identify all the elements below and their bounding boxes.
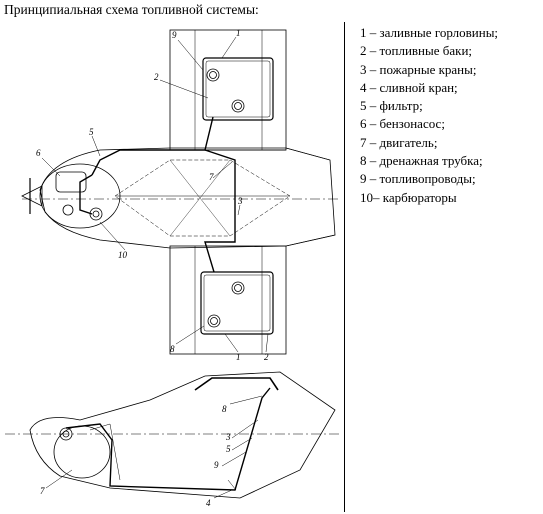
top-leader-lines — [41, 36, 269, 353]
upper-wing — [169, 29, 287, 151]
callout-engine-5: 5 — [89, 127, 94, 137]
legend-item-6: 6 – бензонасос; — [360, 116, 445, 132]
callout-upper-1: 1 — [236, 28, 241, 38]
top-fuel-lines — [79, 116, 236, 273]
callout-side-7: 7 — [40, 486, 45, 496]
legend-item-8: 8 – дренажная трубка; — [360, 153, 483, 169]
legend-item-3: 3 – пожарные краны; — [360, 61, 477, 77]
canopy — [194, 377, 279, 391]
side-fuselage — [29, 371, 336, 499]
callout-side-5: 5 — [226, 444, 231, 454]
vertical-divider — [344, 22, 345, 512]
legend-list: 1 – заливные горловины; 2 – топливные ба… — [360, 24, 498, 207]
callout-lower-2: 2 — [264, 352, 269, 362]
lower-wing — [169, 245, 287, 355]
top-engine — [21, 163, 121, 229]
callout-upper-9: 9 — [172, 30, 177, 40]
upper-fuel-tank — [202, 57, 274, 121]
callout-labels: 9 1 2 7 6 5 3 10 8 1 2 8 3 5 9 4 7 — [36, 28, 269, 508]
callout-lower-1: 1 — [236, 352, 241, 362]
legend-item-2: 2 – топливные баки; — [360, 43, 473, 59]
top-view — [21, 29, 340, 355]
callout-side-8: 8 — [222, 404, 227, 414]
callout-fuselage-7: 7 — [209, 172, 214, 182]
legend-item-10: 10– карбюраторы — [360, 189, 457, 205]
legend-item-5: 5 – фильтр; — [360, 98, 423, 114]
lower-filler-cap — [207, 314, 221, 328]
legend-item-1: 1 – заливные горловины; — [360, 25, 499, 40]
legend-item-9: 9 – топливопроводы; — [360, 171, 476, 187]
callout-line-3: 3 — [237, 196, 243, 206]
callout-engine-6: 6 — [36, 148, 41, 158]
callout-lower-8: 8 — [170, 344, 175, 354]
top-fuselage — [39, 147, 336, 249]
side-view — [5, 371, 340, 499]
side-fuel-line — [65, 387, 271, 491]
legend-item-4: 4 – сливной кран; — [360, 79, 458, 95]
lower-fuel-tank — [200, 271, 274, 335]
callout-carb-10: 10 — [118, 250, 128, 260]
legend-item-7: 7 – двигатель; — [360, 134, 438, 150]
diagram-title: Принципиальная схема топливной системы: — [4, 2, 259, 17]
callout-side-3: 3 — [225, 432, 231, 442]
callout-side-4: 4 — [206, 498, 211, 508]
fuel-system-drawing: 9 1 2 7 6 5 3 10 8 1 2 8 3 5 9 4 7 — [5, 28, 340, 508]
callout-side-9: 9 — [214, 460, 219, 470]
callout-upper-2: 2 — [154, 72, 159, 82]
upper-filler-cap — [206, 68, 220, 82]
